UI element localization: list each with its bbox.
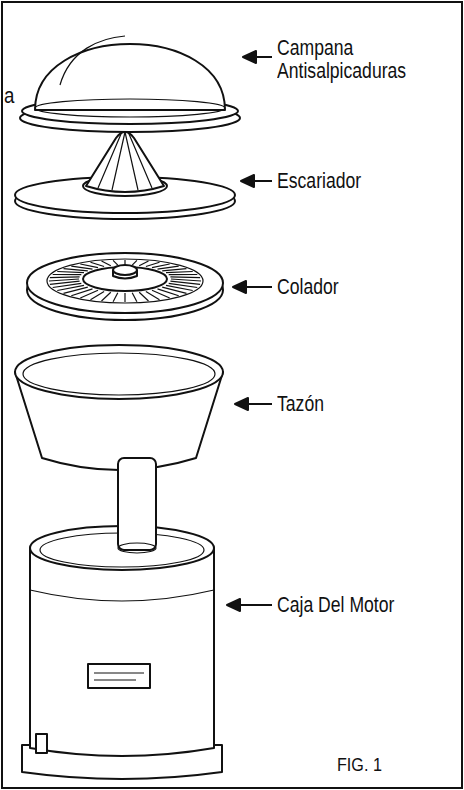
part-label: Caja Del Motor [277, 593, 453, 616]
strainer-slot [158, 289, 179, 296]
strainer-slot [132, 293, 137, 302]
strainer-slot [50, 281, 80, 284]
part-label: Escariador [277, 169, 453, 192]
strainer-slot [132, 260, 137, 265]
leader-arrows [227, 51, 272, 611]
figure-number: FIG. 1 [337, 755, 439, 775]
part-label: Colador [277, 275, 453, 298]
part-label: Campana Antisalpicaduras [277, 36, 453, 82]
strainer-slot [57, 272, 84, 273]
splash-dome [20, 36, 240, 132]
strainer-slot [139, 261, 148, 266]
strainer-slot [80, 264, 98, 268]
strainer-slot [152, 264, 170, 268]
part-label: Tazón [277, 392, 453, 415]
strainer-slot [102, 261, 111, 266]
strainer-slot [113, 293, 118, 302]
strainer-slot [146, 292, 160, 300]
strainer-slot [50, 276, 80, 278]
strainer-slot [102, 292, 111, 301]
strainer-slot [162, 287, 186, 293]
strainer-slot [71, 266, 92, 269]
strainer-slot [146, 262, 160, 266]
strainer-slot [170, 276, 200, 278]
strainer [27, 253, 223, 320]
strainer-slot [64, 269, 88, 271]
strainer-slot [158, 266, 179, 269]
strainer-slot [124, 293, 125, 302]
strainer-slot [171, 279, 201, 281]
reamer [15, 132, 235, 219]
strainer-slot [166, 272, 193, 273]
motor-housing [22, 458, 222, 779]
strainer-slot [169, 274, 198, 275]
strainer-slot [49, 279, 79, 281]
strainer-slot [53, 274, 82, 275]
strainer-slot [91, 262, 105, 266]
strainer-slot [113, 260, 118, 265]
page-fragment: a [4, 84, 30, 107]
bowl [15, 345, 223, 470]
strainer-slot [162, 269, 186, 271]
strainer-slot [139, 292, 148, 301]
